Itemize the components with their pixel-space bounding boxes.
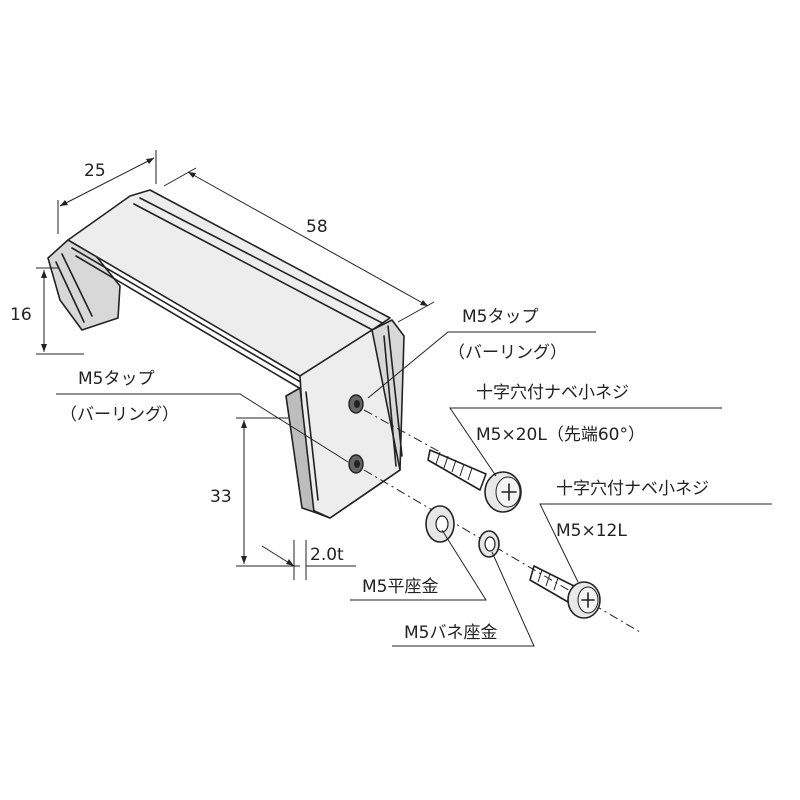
screw-short-line2: M5×12L <box>556 521 627 541</box>
screw-long-line1: 十字穴付ナベ小ネジ <box>476 383 629 403</box>
leader-tap-left <box>56 393 349 463</box>
leader-screw-long <box>449 407 722 477</box>
leader-screw-short <box>539 503 772 583</box>
dimension-depth: 33 <box>210 417 300 567</box>
thickness-dim-label: 2.0t <box>310 545 344 565</box>
height-dim-label: 16 <box>10 305 32 325</box>
width-dim-label: 25 <box>84 161 106 181</box>
screw-short-line1: 十字穴付ナベ小ネジ <box>556 479 709 499</box>
tap-right-line2: （バーリング） <box>448 343 567 363</box>
leader-tap-right <box>367 331 596 399</box>
dimension-length: 58 <box>163 167 435 323</box>
spring-washer-label: M5バネ座金 <box>404 623 497 643</box>
bracket-body <box>47 189 405 519</box>
spring-washer <box>478 530 500 558</box>
length-dim-label: 58 <box>306 217 328 237</box>
leader-flat-washer <box>350 529 487 601</box>
screw-long <box>427 449 522 513</box>
screw-short <box>529 565 601 619</box>
dimension-width: 25 <box>57 150 157 234</box>
screw-long-line2: M5×20L（先端60°） <box>476 425 645 445</box>
tapped-hole-upper <box>348 394 364 414</box>
tap-right-line1: M5タップ <box>462 307 538 327</box>
flat-washer <box>425 505 455 543</box>
tap-left-line2: （バーリング） <box>60 405 179 425</box>
leader-spring-washer <box>392 551 535 647</box>
flat-washer-label: M5平座金 <box>362 577 438 597</box>
tap-left-line1: M5タップ <box>78 369 154 389</box>
front-lower-flange <box>285 387 315 513</box>
tapped-hole-lower <box>348 454 364 474</box>
dimension-thickness: 2.0t <box>261 540 356 580</box>
axis-line-upper <box>363 409 441 453</box>
dimension-height: 16 <box>10 267 84 355</box>
depth-dim-label: 33 <box>210 487 232 507</box>
